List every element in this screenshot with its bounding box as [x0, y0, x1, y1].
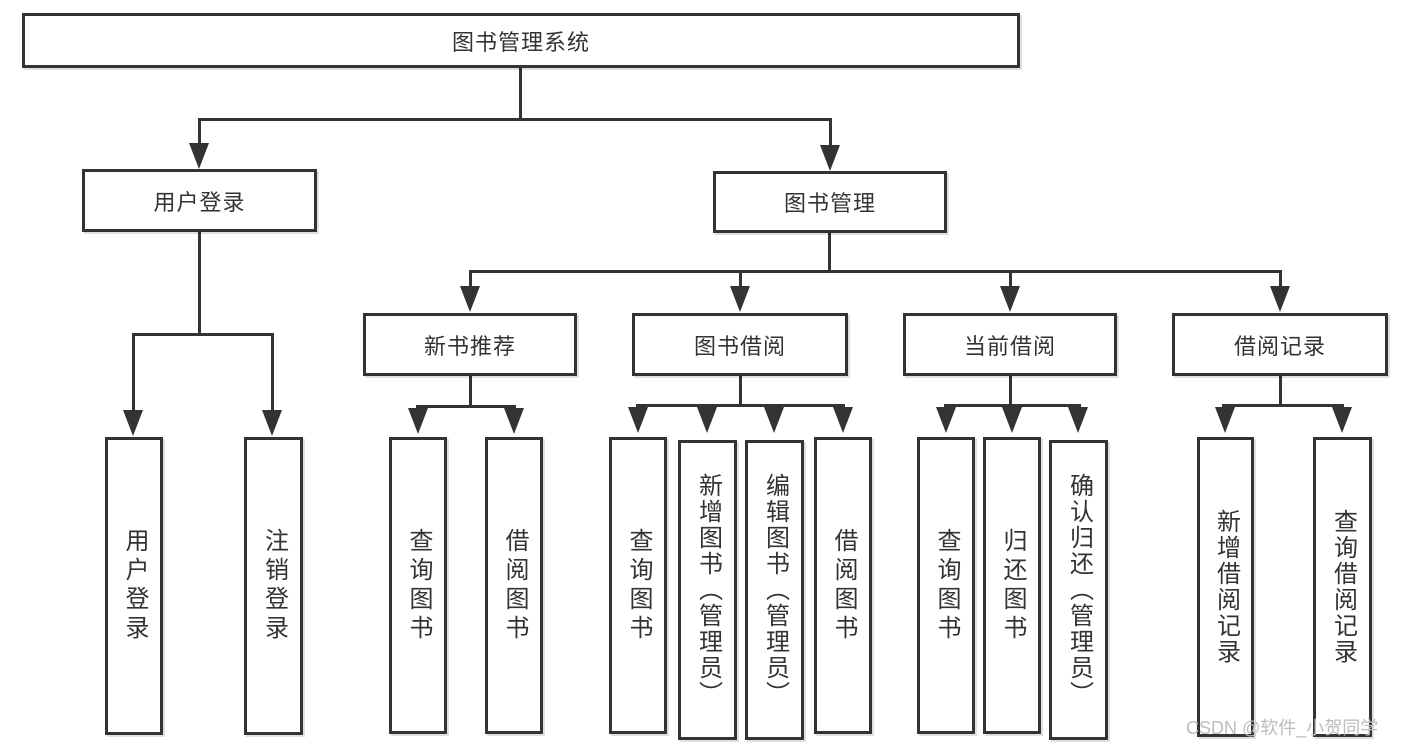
edge-borrowing-records-stem — [1279, 376, 1282, 406]
edge-to-leaf-user-login — [132, 333, 135, 411]
edge-to-book-borrowing — [739, 270, 742, 288]
edge-to-borrowing-records — [1279, 270, 1282, 288]
node-user-login: 用户登录 — [82, 169, 317, 232]
edge-new-book-rail — [416, 405, 516, 408]
edge-user-login-rail — [132, 333, 273, 336]
arrowhead-down — [628, 407, 648, 433]
edge-book-management-stem — [828, 233, 831, 272]
edge-to-leaf-logout — [271, 333, 274, 411]
edge-borrowing-records-rail — [1222, 404, 1344, 407]
arrowhead-down — [189, 143, 209, 169]
edge-root-rail — [198, 118, 832, 121]
arrowhead-down — [262, 410, 282, 436]
leaf-edit-books-admin: 编辑图书（管理员） — [745, 440, 804, 740]
edge-new-book-stem — [469, 376, 472, 407]
arrowhead-down — [1215, 407, 1235, 433]
arrowhead-down — [1000, 286, 1020, 312]
leaf-logout: 注销登录 — [244, 437, 303, 735]
leaf-return-books: 归还图书 — [983, 437, 1041, 734]
arrowhead-down — [1068, 407, 1088, 433]
leaf-query-books: 查询图书 — [917, 437, 975, 734]
arrowhead-down — [1002, 407, 1022, 433]
edge-current-borrowing-stem — [1009, 376, 1012, 406]
node-new-book-recommendation: 新书推荐 — [363, 313, 577, 376]
node-book-borrowing: 图书借阅 — [632, 313, 848, 376]
arrowhead-down — [820, 145, 840, 171]
leaf-borrow-books: 借阅图书 — [814, 437, 872, 734]
edge-to-current-borrowing — [1009, 270, 1012, 288]
arrowhead-down — [1270, 286, 1290, 312]
arrowhead-down — [936, 407, 956, 433]
arrowhead-down — [697, 407, 717, 433]
node-book-management: 图书管理 — [713, 171, 947, 233]
leaf-add-books-admin: 新增图书（管理员） — [678, 440, 737, 740]
edge-current-borrowing-rail — [944, 404, 1081, 407]
edge-to-user-login — [198, 118, 201, 146]
leaf-borrow-books: 借阅图书 — [485, 437, 543, 734]
arrowhead-down — [730, 286, 750, 312]
edge-to-new-book-recommendation — [469, 270, 472, 288]
leaf-query-books: 查询图书 — [609, 437, 667, 734]
leaf-confirm-return-admin: 确认归还（管理员） — [1049, 440, 1108, 740]
node-borrowing-records: 借阅记录 — [1172, 313, 1388, 376]
edge-book-borrowing-rail — [636, 404, 845, 407]
arrowhead-down — [408, 408, 428, 434]
edge-book-borrowing-stem — [739, 376, 742, 406]
edge-book-management-rail — [469, 270, 1282, 273]
leaf-query-books: 查询图书 — [389, 437, 447, 734]
arrowhead-down — [833, 407, 853, 433]
arrowhead-down — [504, 408, 524, 434]
leaf-query-borrow-record: 查询借阅记录 — [1313, 437, 1372, 737]
arrowhead-down — [764, 407, 784, 433]
arrowhead-down — [460, 286, 480, 312]
arrowhead-down — [123, 410, 143, 436]
csdn-watermark: CSDN @软件_小贺同学 — [1186, 718, 1379, 738]
edge-to-book-management — [829, 118, 832, 146]
node-library-system: 图书管理系统 — [22, 13, 1020, 68]
arrowhead-down — [1332, 407, 1352, 433]
node-current-borrowing: 当前借阅 — [903, 313, 1117, 376]
leaf-add-borrow-record: 新增借阅记录 — [1197, 437, 1254, 737]
leaf-user-login: 用户登录 — [105, 437, 163, 735]
edge-root-stem — [519, 68, 522, 118]
edge-user-login-stem — [198, 232, 201, 335]
